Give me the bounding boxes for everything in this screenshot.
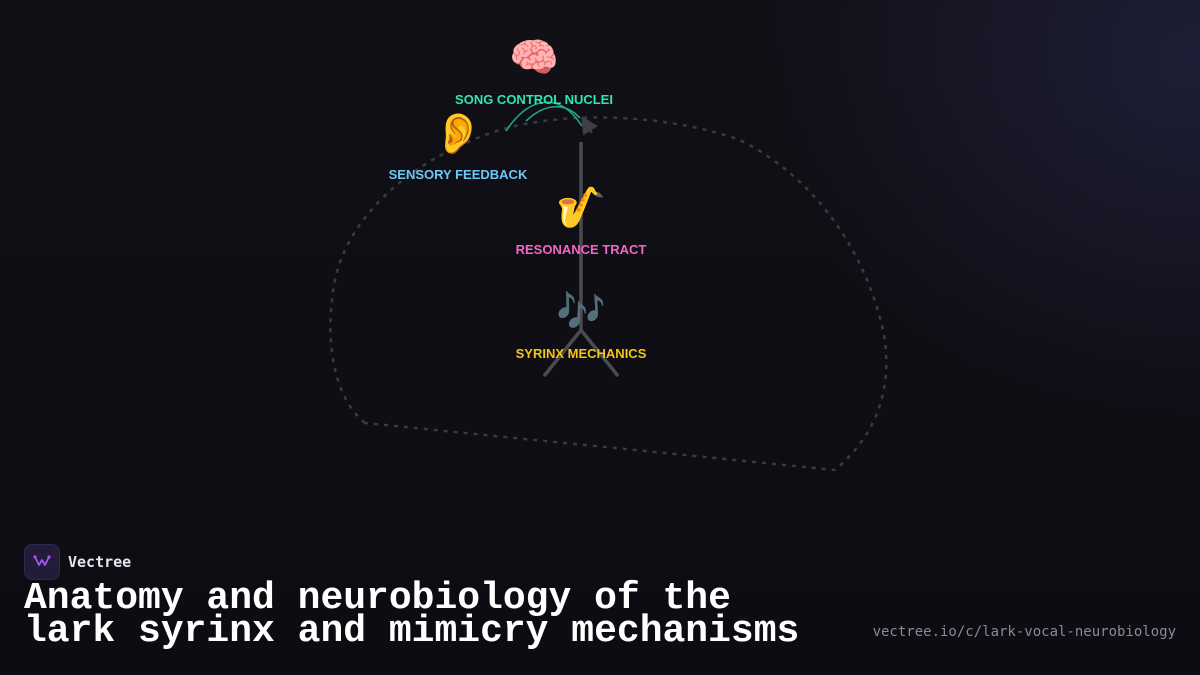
bronchus-left	[542, 328, 583, 378]
vectree-logo-icon	[24, 544, 60, 580]
label-resonance-tract: RESONANCE TRACT	[515, 242, 647, 257]
brand[interactable]: Vectree	[24, 544, 131, 580]
label-sensory-feedback: SENSORY FEEDBACK	[388, 167, 528, 182]
saxophone-icon: 🎷	[556, 185, 606, 231]
signal-arrow	[581, 116, 598, 136]
label-syrinx-mechanics: SYRINX MECHANICS	[515, 346, 647, 361]
brain-icon: 🧠	[509, 35, 559, 81]
feedback-arc-inner	[525, 105, 581, 122]
label-song-control-nuclei: SONG CONTROL NUCLEI	[455, 92, 613, 107]
feedback-arc-outer	[505, 101, 583, 132]
page-title: Anatomy and neurobiology of the lark syr…	[24, 577, 800, 653]
bronchus-right	[579, 328, 620, 378]
music-notes-icon: 🎶	[556, 289, 606, 335]
body-outline	[329, 116, 888, 472]
page-url[interactable]: vectree.io/c/lark-vocal-neurobiology	[872, 624, 1176, 640]
brand-name: Vectree	[68, 553, 132, 571]
ear-icon: 👂	[433, 111, 483, 157]
